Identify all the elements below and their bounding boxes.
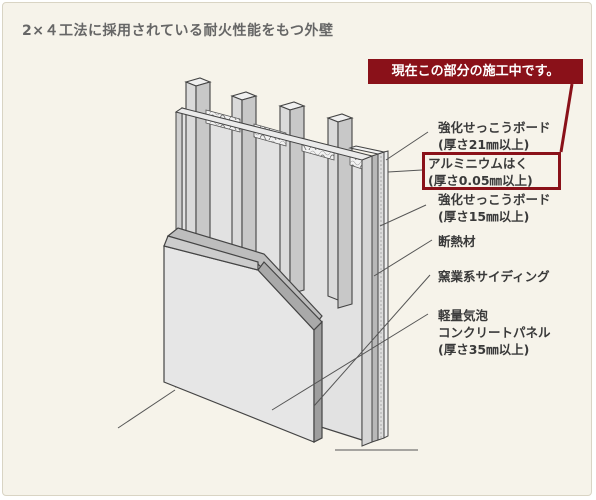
label-gypsum-outer-thickness: (厚さ21㎜以上) (438, 137, 530, 152)
label-insulation: 断熱材 (438, 234, 476, 249)
label-alc-thickness: (厚さ35㎜以上) (438, 342, 530, 357)
label-alc: 軽量気泡 コンクリートパネル (厚さ35㎜以上) (438, 307, 551, 358)
label-gypsum-inner-thickness: (厚さ15㎜以上) (438, 209, 530, 224)
top-edge-layers (174, 107, 386, 161)
label-alc-name-1: 軽量気泡 (438, 308, 489, 323)
label-siding: 窯業系サイディング (438, 269, 550, 284)
stud-frame (184, 77, 354, 309)
label-gypsum-outer-name: 強化せっこうボード (438, 120, 551, 135)
label-aluminum: アルミニウムはく (厚さ0.05㎜以上) (428, 155, 533, 189)
construction-callout: 現在この部分の施工中です。 (368, 59, 583, 84)
leader-lines (271, 131, 433, 411)
label-alc-name-2: コンクリートパネル (438, 325, 551, 340)
label-gypsum-inner: 強化せっこうボード (厚さ15㎜以上) (438, 191, 551, 225)
wall-layer-edges (361, 150, 389, 447)
ground-lines (117, 389, 418, 451)
label-aluminum-name: アルミニウムはく (428, 156, 528, 171)
label-gypsum-inner-name: 強化せっこうボード (438, 192, 551, 207)
label-gypsum-outer: 強化せっこうボード (厚さ21㎜以上) (438, 119, 551, 153)
callout-pointer (559, 83, 574, 153)
diagram-title: 2×４工法に採用されている耐火性能をもつ外壁 (22, 23, 334, 39)
label-aluminum-thickness: (厚さ0.05㎜以上) (428, 173, 533, 188)
highlight-box (422, 152, 561, 190)
